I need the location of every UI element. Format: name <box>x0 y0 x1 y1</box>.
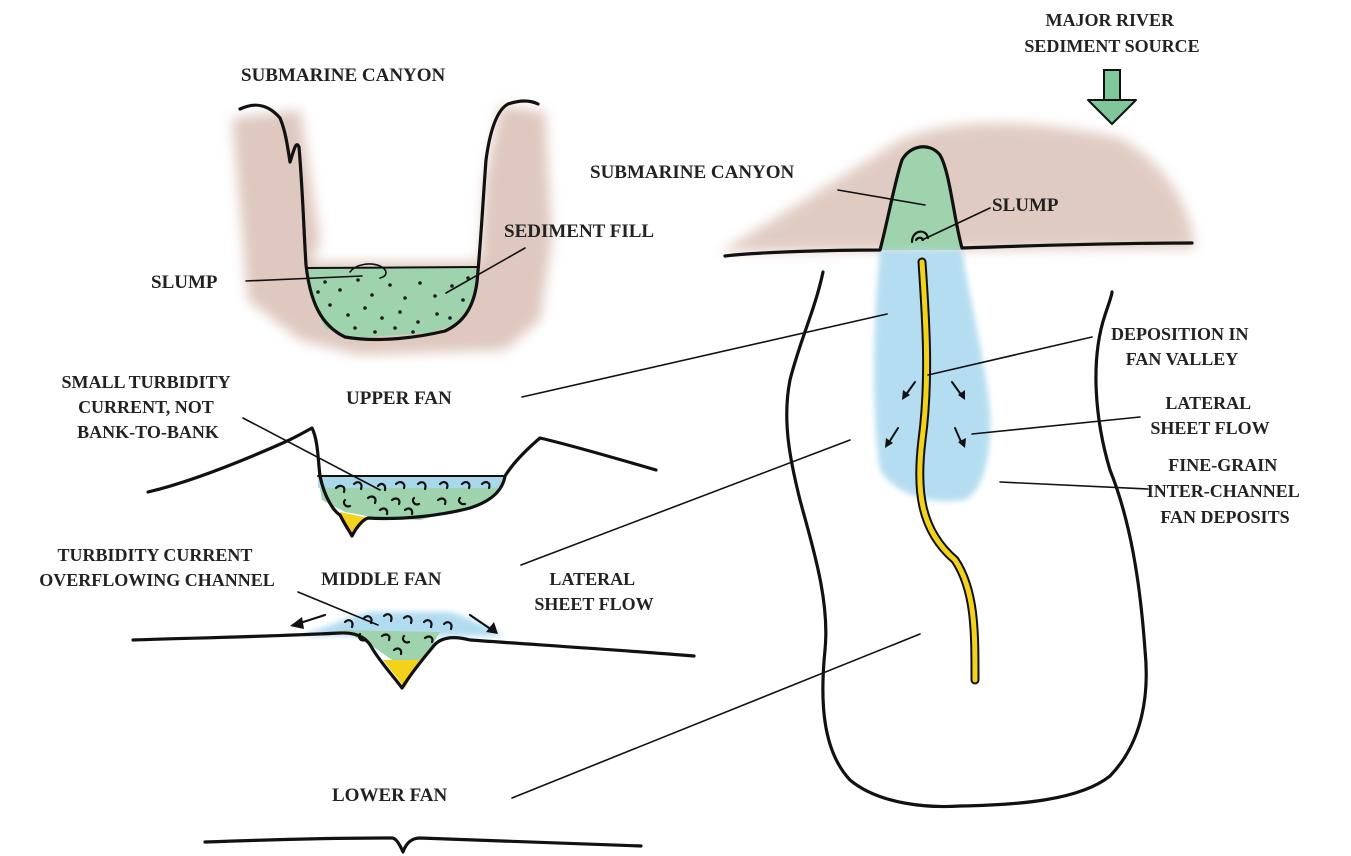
upper-fan-cross-section <box>148 428 656 536</box>
label-lower-fan: LOWER FAN <box>332 785 448 806</box>
lower-fan-outline <box>205 838 641 852</box>
leader-upper-fan <box>522 314 887 397</box>
middle-fan-arrow-left <box>290 615 325 629</box>
label-middle-fan: MIDDLE FAN <box>321 569 442 590</box>
leader-lower-fan <box>512 634 920 798</box>
label-lateral-right: LATERAL SHEET FLOW <box>1150 393 1269 438</box>
fan-valley-flow <box>874 250 990 501</box>
label-turbidity-overflow: TURBIDITY CURRENT OVERFLOWING CHANNEL <box>39 545 275 590</box>
label-slump-left: SLUMP <box>151 272 218 293</box>
label-upper-fan: UPPER FAN <box>346 388 452 409</box>
label-small-turbidity: SMALL TURBIDITY CURRENT, NOT BANK-TO-BAN… <box>61 372 234 442</box>
label-major-river: MAJOR RIVER SEDIMENT SOURCE <box>1024 10 1199 56</box>
leader-fine-grain <box>1000 482 1148 489</box>
label-fine-grain: FINE-GRAIN INTER-CHANNEL FAN DEPOSITS <box>1147 455 1304 527</box>
upper-fan-flow-top <box>318 476 503 488</box>
middle-fan-cross-section <box>133 612 694 688</box>
canyon-fill-surface <box>308 267 478 268</box>
major-river-arrow <box>1088 70 1136 124</box>
label-deposition: DEPOSITION IN FAN VALLEY <box>1111 324 1253 369</box>
label-sediment-fill: SEDIMENT FILL <box>504 221 654 242</box>
leader-lateral-right <box>972 417 1140 434</box>
label-lateral-left: LATERAL SHEET FLOW <box>534 569 653 614</box>
label-canyon-plan: SUBMARINE CANYON <box>590 162 795 183</box>
label-slump-right: SLUMP <box>992 195 1059 216</box>
middle-fan-sand <box>383 660 420 688</box>
label-canyon-title: SUBMARINE CANYON <box>241 65 446 86</box>
